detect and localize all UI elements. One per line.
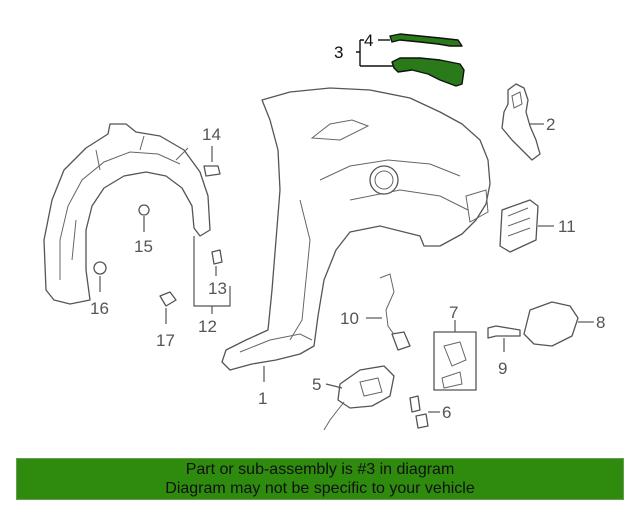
part-16-clip[interactable]: [93, 261, 107, 275]
part-8-fuel-door[interactable]: [523, 301, 579, 347]
callout-16: 16: [90, 299, 109, 318]
callout-6: 6: [442, 403, 451, 422]
callout-14: 14: [202, 125, 221, 144]
callout-5: 5: [312, 375, 321, 394]
callout-17: 17: [156, 331, 175, 350]
callout-3: 3: [334, 43, 343, 62]
part-5-fuel-filler[interactable]: [337, 365, 395, 409]
part-11-panel[interactable]: [499, 199, 539, 253]
part-3-assembly[interactable]: [389, 33, 465, 87]
callout-11: 11: [558, 217, 576, 236]
callout-15: 15: [134, 237, 153, 256]
part-2-bracket[interactable]: [501, 83, 541, 161]
part-7-housing[interactable]: [433, 331, 477, 391]
part-12-fender-liner[interactable]: [43, 123, 211, 305]
part-6-connector[interactable]: [409, 395, 429, 429]
callout-8: 8: [596, 313, 605, 332]
leader-5: [325, 383, 343, 389]
part-17-clip[interactable]: [159, 291, 177, 307]
fuel-door-opening: [369, 165, 399, 195]
notice-banner: Part or sub-assembly is #3 in diagram Di…: [16, 458, 624, 500]
part-3-lower-reinforcement[interactable]: [391, 57, 465, 87]
leader-3-bracket: [356, 39, 394, 67]
callout-13: 13: [208, 279, 227, 298]
banner-line-1: Part or sub-assembly is #3 in diagram: [185, 461, 455, 478]
callout-9: 9: [498, 359, 507, 378]
part-4-upper-bracket[interactable]: [389, 33, 463, 47]
callout-12: 12: [198, 317, 217, 336]
part-1-quarter-panel[interactable]: [221, 87, 491, 371]
banner-line-2: Diagram may not be specific to your vehi…: [165, 480, 475, 497]
part-9-bolt[interactable]: [487, 325, 521, 339]
callout-7: 7: [449, 303, 458, 322]
callout-10: 10: [340, 309, 359, 328]
callout-2: 2: [546, 115, 555, 134]
part-14-clip[interactable]: [203, 165, 221, 177]
callout-1: 1: [258, 389, 267, 408]
callout-4: 4: [364, 31, 373, 50]
part-13-clip[interactable]: [211, 249, 223, 265]
part-15-clip[interactable]: [138, 204, 150, 216]
